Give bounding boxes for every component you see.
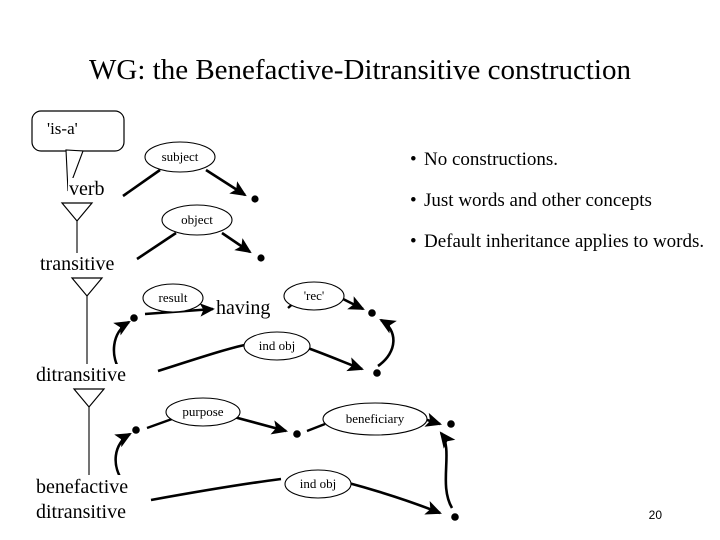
relation-label-purpose: purpose	[182, 404, 224, 419]
relation-ellipse-purpose	[165, 397, 241, 427]
relation-ellipse-ind-obj-upper	[243, 331, 311, 361]
node-having: having	[216, 297, 271, 319]
relation-label-object: object	[181, 212, 213, 227]
relation-label-subject: subject	[161, 149, 199, 164]
relation-ellipse-ind-obj-lower	[284, 469, 352, 499]
relation-ellipse-result	[142, 283, 204, 313]
list-item: • Just words and other concepts	[410, 189, 710, 213]
bullet-list: • No constructions. • Just words and oth…	[410, 148, 710, 271]
relation-arc-beneficiary	[306, 412, 455, 433]
relation-ellipse-object	[161, 204, 233, 236]
bullet-text: Just words and other concepts	[424, 190, 652, 211]
node-transitive: transitive	[39, 253, 116, 275]
relation-label-ind-obj-lower: ind obj	[299, 476, 337, 491]
isa-link-transitive-ditransitive	[70, 277, 104, 366]
node-benefactive-line2: ditransitive	[36, 501, 126, 523]
page-title: WG: the Benefactive-Ditransitive constru…	[89, 54, 631, 86]
bullet-text: No constructions.	[424, 149, 559, 170]
relation-label-result: result	[158, 290, 188, 305]
list-item: • Default inheritance applies to words.	[410, 230, 710, 254]
relation-label-rec: 'rec'	[303, 288, 325, 303]
relation-arc-subject	[122, 168, 259, 203]
isa-callout-label: 'is-a'	[47, 119, 78, 138]
bullet-marker-icon: •	[410, 149, 417, 170]
node-verb: verb	[68, 178, 106, 200]
node-ditransitive: ditransitive	[35, 364, 127, 386]
isa-callout-shape	[31, 110, 125, 192]
isa-link-ditransitive-benefactive	[72, 388, 106, 477]
relation-arc-object	[136, 231, 265, 262]
relation-label-beneficiary: beneficiary	[345, 411, 405, 426]
bullet-text: Default inheritance applies to words.	[424, 231, 705, 252]
relation-label-ind-obj-upper: ind obj	[258, 338, 296, 353]
bullet-marker-icon: •	[410, 190, 417, 211]
relation-ellipse-beneficiary	[322, 402, 428, 436]
isa-link-verb-transitive	[60, 202, 94, 254]
relation-ellipse-rec	[283, 281, 345, 311]
bullet-marker-icon: •	[410, 231, 417, 252]
list-item: • No constructions.	[410, 148, 710, 172]
page-number: 20	[648, 508, 662, 522]
relation-arc-result	[112, 303, 215, 375]
node-benefactive-ditransitive: benefactive ditransitive	[35, 475, 130, 525]
relation-arc-purpose	[114, 415, 301, 485]
relation-ellipse-subject	[144, 141, 216, 173]
diagram-canvas	[31, 110, 459, 521]
node-benefactive-line1: benefactive	[36, 476, 129, 498]
relation-arc-ind-obj-lower	[150, 431, 459, 521]
wg-network-diagram: 'is-a' verb transitive ditransitive bene…	[31, 110, 459, 525]
